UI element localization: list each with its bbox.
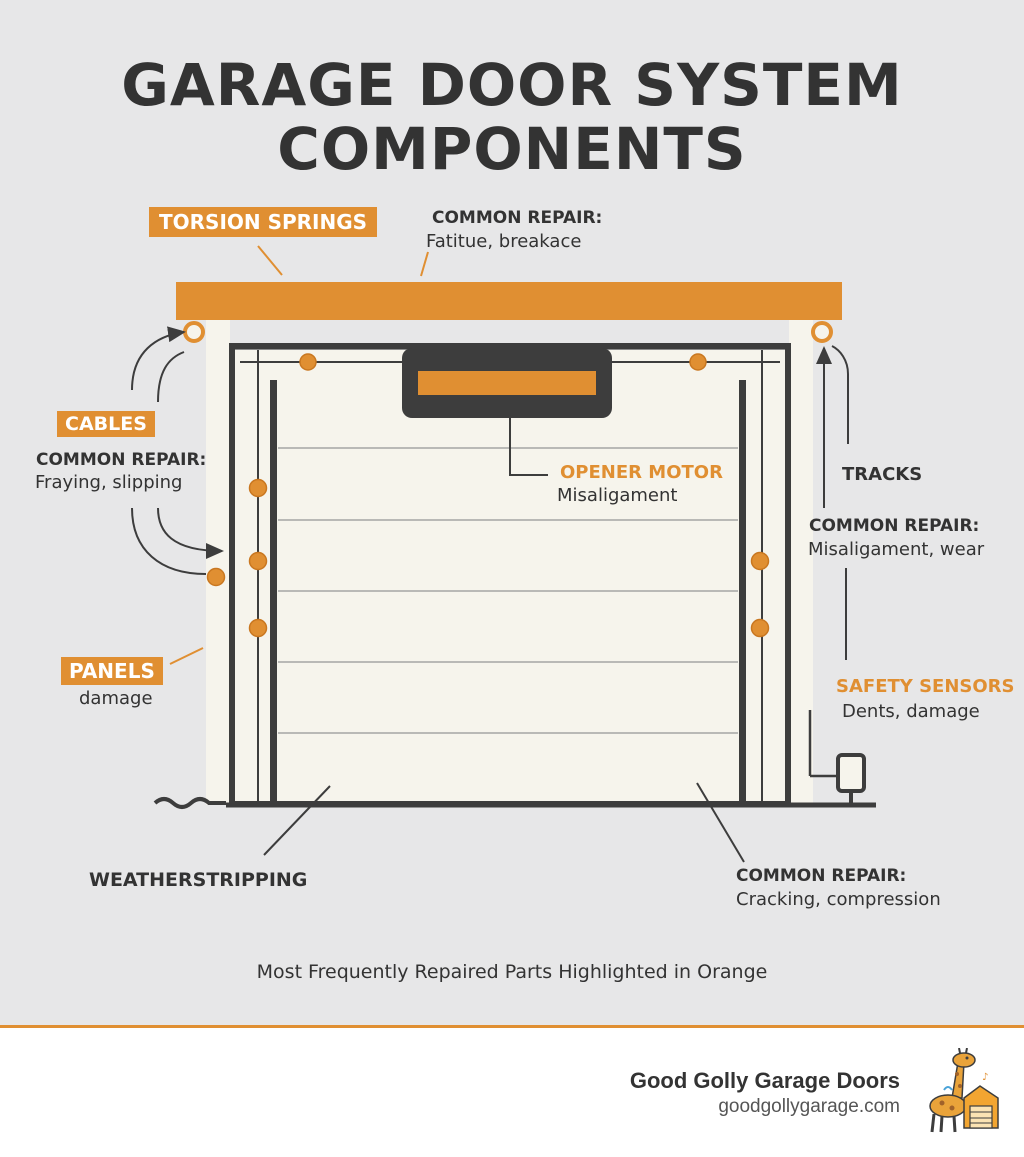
brand-name: Good Golly Garage Doors [629, 1068, 900, 1093]
left-cable-pulley [183, 321, 205, 343]
opener-motor-label: OPENER MOTOR [560, 462, 723, 483]
weatherstrip-seal [153, 797, 226, 809]
cables-repair-heading: COMMON REPAIR: [36, 450, 207, 470]
caption: Most Frequently Repaired Parts Highlight… [256, 961, 768, 983]
dark-leader-lines [131, 326, 849, 863]
giraffe-logo-icon: ♪ [929, 1048, 999, 1133]
footer: Good Golly Garage Doors goodgollygarage.… [0, 1025, 1024, 1157]
tracks-repair-heading: COMMON REPAIR: [809, 516, 980, 536]
svg-text:♪: ♪ [982, 1072, 988, 1083]
safety-sensors-text: Dents, damage [842, 701, 980, 722]
orange-leader-lines [169, 245, 429, 665]
left-track [270, 380, 277, 804]
brand-block: Good Golly Garage Doors goodgollygarage.… [630, 1068, 900, 1118]
garage-door-diagram [131, 245, 876, 863]
left-frame-post [206, 315, 230, 805]
cables-repair-text: Fraying, slipping [35, 472, 183, 493]
tracks-repair-text: Misaligament, wear [808, 539, 985, 560]
torsion-springs-repair-heading: COMMON REPAIR: [432, 208, 603, 228]
panels-label: PANELS [61, 657, 163, 685]
right-cable-pulley [811, 321, 833, 343]
safety-sensors-label: SAFETY SENSORS [836, 676, 1015, 697]
opener-motor-text: Misaligament [557, 485, 678, 506]
opener-motor-light [418, 371, 596, 395]
bottom-repair-heading: COMMON REPAIR: [736, 866, 907, 886]
torsion-springs-repair-text: Fatitue, breakace [426, 231, 582, 252]
title-line-2: COMPONENTS [277, 115, 747, 183]
weatherstripping-label: WEATHERSTRIPPING [89, 869, 308, 891]
safety-sensor [836, 753, 866, 793]
title-line-1: GARAGE DOOR SYSTEM [121, 51, 903, 119]
right-track [739, 380, 746, 804]
door-rollers [206, 353, 770, 638]
torsion-springs-label: TORSION SPRINGS [149, 207, 378, 237]
bottom-repair-text: Cracking, compression [736, 889, 941, 910]
door-panels [278, 447, 738, 734]
tracks-label: TRACKS [842, 464, 923, 485]
panels-text: damage [79, 688, 153, 709]
brand-url[interactable]: goodgollygarage.com [718, 1096, 900, 1117]
torsion-spring-bar [176, 282, 842, 320]
cables-label: CABLES [57, 411, 155, 437]
